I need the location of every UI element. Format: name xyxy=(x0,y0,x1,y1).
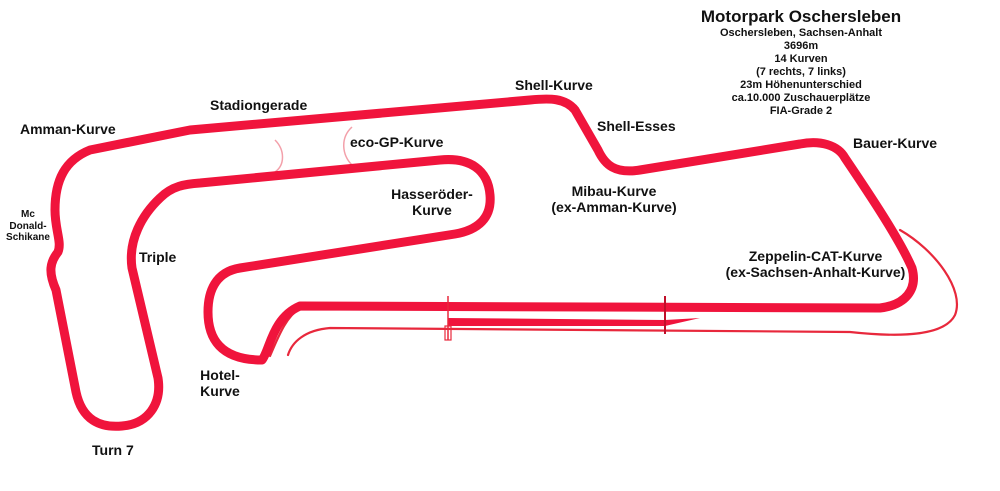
label-hotel-kurve: Hotel- Kurve xyxy=(190,367,250,399)
label-hasseroeder-line1: Hasseröder- xyxy=(391,186,473,202)
circuit-turns-detail: (7 rechts, 7 links) xyxy=(756,66,846,78)
label-hotel-line2: Kurve xyxy=(200,383,240,400)
label-mibau-line2: (ex-Amman-Kurve) xyxy=(551,199,677,216)
circuit-location: Oschersleben, Sachsen-Anhalt xyxy=(720,27,882,39)
label-zeppelin-cat-kurve: Zeppelin-CAT-Kurve (ex-Sachsen-Anhalt-Ku… xyxy=(708,248,923,280)
circuit-title: Motorpark Oschersleben xyxy=(700,7,902,26)
label-eco-gp-kurve: eco-GP-Kurve xyxy=(350,134,444,150)
bypass-stadion xyxy=(274,139,284,173)
circuit-elevation: 23m Höhenunterschied xyxy=(740,79,862,91)
label-turn-7: Turn 7 xyxy=(92,442,134,458)
label-hasseroeder-kurve: Hasseröder- Kurve xyxy=(380,186,484,218)
circuit-turns: 14 Kurven xyxy=(774,53,828,65)
circuit-info: Motorpark Oschersleben Oschersleben, Sac… xyxy=(672,7,930,118)
label-mcdonald-line2: Donald- xyxy=(9,220,47,232)
pit-exit-taper xyxy=(665,318,700,326)
circuit-spectators: ca.10.000 Zuschauerplätze xyxy=(731,92,871,104)
label-mibau-line1: Mibau-Kurve xyxy=(571,183,657,199)
label-mibau-kurve: Mibau-Kurve (ex-Amman-Kurve) xyxy=(538,183,690,215)
label-bauer-kurve: Bauer-Kurve xyxy=(853,135,938,151)
bypass-eco xyxy=(343,126,353,166)
label-amman-kurve: Amman-Kurve xyxy=(20,121,116,137)
label-zeppelin-line2: (ex-Sachsen-Anhalt-Kurve) xyxy=(725,264,906,281)
label-mcdonald-line3: Schikane xyxy=(6,232,50,243)
label-shell-kurve: Shell-Kurve xyxy=(515,77,593,93)
label-mcdonald-schikane: Mc Donald- Schikane xyxy=(0,209,56,244)
circuit-length: 3696m xyxy=(783,40,819,52)
label-mcdonald-line1: Mc xyxy=(21,209,35,220)
pit-lane xyxy=(448,318,665,326)
label-triple: Triple xyxy=(139,249,177,265)
label-zeppelin-line1: Zeppelin-CAT-Kurve xyxy=(748,248,883,264)
label-hotel-line1: Hotel- xyxy=(200,367,240,383)
circuit-grade: FIA-Grade 2 xyxy=(769,105,833,117)
pit-entry-box xyxy=(444,325,452,341)
label-stadiongerade: Stadiongerade xyxy=(210,97,308,113)
label-shell-esses: Shell-Esses xyxy=(597,118,676,134)
main-track xyxy=(46,94,918,431)
alt-loop-outer xyxy=(286,228,958,357)
label-hasseroeder-line2: Kurve xyxy=(412,202,452,219)
